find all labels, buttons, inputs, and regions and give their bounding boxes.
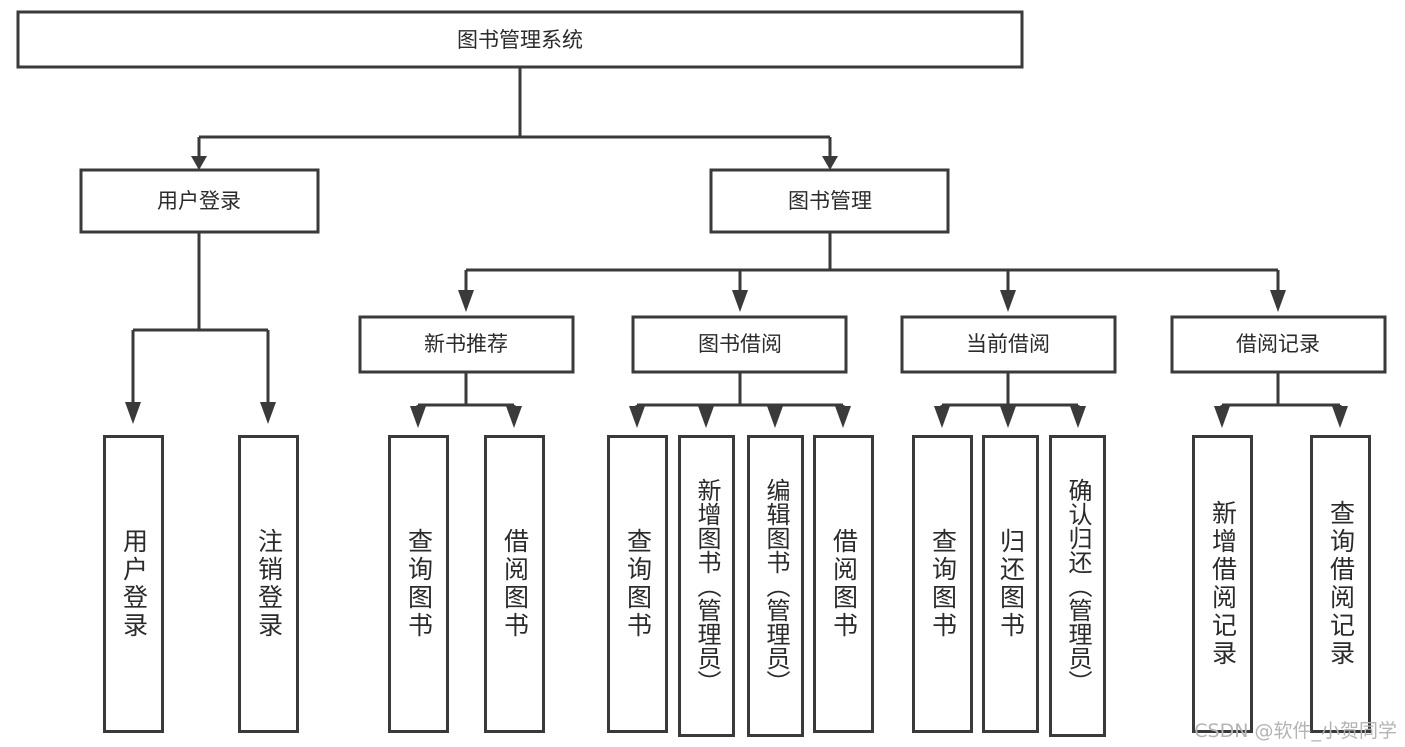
arrow-to-leaf-query-record [1332,406,1348,428]
leaf-confirm-return-admin-label: 确认归还（管理员） [1063,478,1092,694]
leaf-borrow-book-recommend[interactable]: 借阅图书 [484,435,545,733]
node-current-borrow[interactable]: 当前借阅 [900,315,1117,374]
arrow-to-leaf-user-login [125,402,141,424]
node-book-borrow-label: 图书借阅 [698,332,782,356]
leaf-add-borrow-record-label: 新增借阅记录 [1208,500,1238,668]
node-user-login-label: 用户登录 [157,189,241,213]
leaf-confirm-return-admin[interactable]: 确认归还（管理员） [1049,435,1106,737]
node-current-borrow-label: 当前借阅 [966,332,1050,356]
node-book-manage[interactable]: 图书管理 [709,168,950,234]
arrow-to-leaf-return-book [1000,406,1016,428]
leaf-add-book-admin-label: 新增图书（管理员） [692,478,721,694]
node-root-label: 图书管理系统 [457,28,583,52]
leaf-borrow-book-recommend-label: 借阅图书 [500,528,530,640]
leaf-edit-book-admin-label: 编辑图书（管理员） [761,478,790,694]
node-new-book-recommend-label: 新书推荐 [424,332,508,356]
leaf-query-book-borrow[interactable]: 查询图书 [607,435,668,733]
arrow-root-to-user-login [191,156,207,170]
connector-book-borrow-to-leaves [635,372,845,410]
connector-borrow-record-to-leaves [1220,372,1342,410]
connector-user-login-to-leaves [131,232,270,404]
leaf-borrow-book-borrow-label: 借阅图书 [829,528,859,640]
leaf-add-book-admin[interactable]: 新增图书（管理员） [678,435,735,737]
node-borrow-record[interactable]: 借阅记录 [1170,315,1387,374]
arrow-to-leaf-borrow-book-2 [835,406,851,428]
leaf-logout[interactable]: 注销登录 [238,435,299,733]
connector-root-to-level1 [197,67,832,158]
arrow-to-new-book-recommend [458,290,474,312]
arrow-to-leaf-query-book-2 [629,406,645,428]
leaf-add-borrow-record[interactable]: 新增借阅记录 [1192,435,1253,733]
leaf-user-login[interactable]: 用户登录 [103,435,164,733]
leaf-query-borrow-record-label: 查询借阅记录 [1326,500,1356,668]
node-book-borrow[interactable]: 图书借阅 [631,315,848,374]
node-user-login-box [79,168,320,234]
leaf-query-borrow-record[interactable]: 查询借阅记录 [1310,435,1371,733]
arrow-to-leaf-add-book [698,406,714,428]
node-new-book-recommend[interactable]: 新书推荐 [358,315,575,374]
arrow-to-borrow-record [1270,290,1286,312]
arrow-to-leaf-edit-book [767,406,783,428]
leaf-query-book-recommend[interactable]: 查询图书 [388,435,449,733]
leaf-user-login-label: 用户登录 [119,528,149,640]
node-borrow-record-box [1170,315,1387,374]
node-book-manage-box [709,168,950,234]
node-root[interactable]: 图书管理系统 [16,10,1024,69]
arrow-to-book-borrow [732,290,748,312]
arrow-to-leaf-confirm-return [1070,406,1086,428]
arrow-to-leaf-query-book-3 [934,406,950,428]
leaf-query-book-borrow-label: 查询图书 [623,528,653,640]
leaf-borrow-book-borrow[interactable]: 借阅图书 [813,435,874,733]
arrow-to-leaf-borrow-book-1 [506,406,522,428]
leaf-return-book[interactable]: 归还图书 [982,435,1039,733]
leaf-query-book-recommend-label: 查询图书 [404,528,434,640]
node-root-box [16,10,1024,69]
node-borrow-record-label: 借阅记录 [1236,332,1320,356]
node-book-borrow-box [631,315,848,374]
node-book-manage-label: 图书管理 [788,189,872,213]
leaf-return-book-label: 归还图书 [996,528,1026,640]
arrow-root-to-book-manage [822,156,838,170]
arrow-to-current-borrow [1000,290,1016,312]
connector-new-book-recommend-to-leaves [416,372,516,410]
leaf-edit-book-admin[interactable]: 编辑图书（管理员） [747,435,804,737]
connector-current-borrow-to-leaves [940,372,1080,410]
arrow-to-leaf-query-book-1 [410,406,426,428]
arrow-to-leaf-add-record [1214,406,1230,428]
node-user-login[interactable]: 用户登录 [79,168,320,234]
connector-book-manage-to-level2 [464,232,1280,292]
leaf-query-book-current-label: 查询图书 [928,528,958,640]
leaf-logout-label: 注销登录 [254,528,284,640]
leaf-query-book-current[interactable]: 查询图书 [912,435,973,733]
arrow-to-leaf-logout [260,402,276,424]
